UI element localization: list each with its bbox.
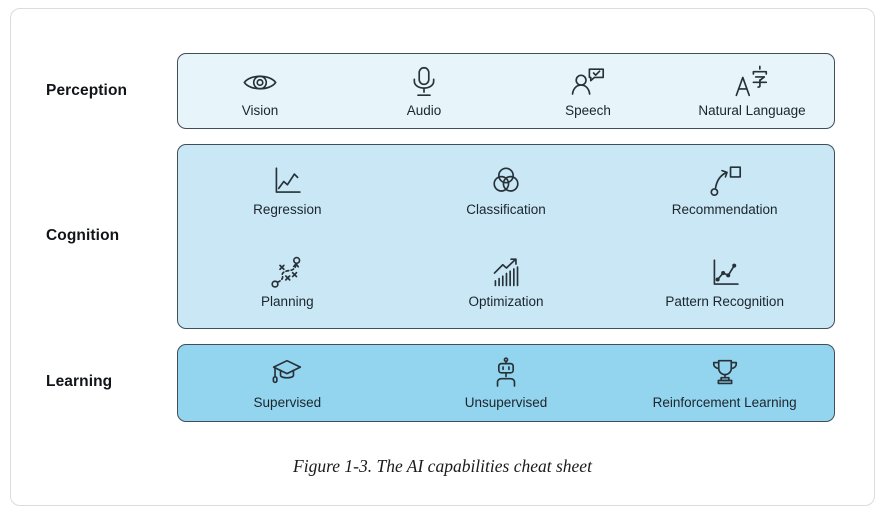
capability-audio: Audio [342,54,506,128]
capability-label: Supervised [253,394,322,410]
regression-chart-icon [268,164,306,199]
learning-panel: Supervised Unsupervised [177,344,835,422]
capability-label: Unsupervised [464,394,548,410]
capability-label: Planning [261,293,314,309]
capability-label: Regression [253,202,322,218]
arrow-to-square-icon [706,164,744,199]
graduation-cap-icon [268,357,306,392]
robot-icon [487,356,525,392]
capability-classification: Classification [397,145,616,237]
capability-optimization: Optimization [397,237,616,329]
eye-icon [241,65,279,100]
cognition-panel: Regression Classification [177,144,835,329]
capability-label: Vision [241,102,279,118]
capability-label: Classification [466,202,546,218]
row-label-cognition: Cognition [46,227,120,244]
capability-speech: Speech [506,54,670,128]
capability-vision: Vision [178,54,342,128]
capability-regression: Regression [178,145,397,237]
scatter-line-chart-icon [706,256,744,291]
capability-label: Natural Language [698,102,806,118]
row-label-learning: Learning [46,373,113,390]
figure-caption: Figure 1-3. The AI capabilities cheat sh… [293,456,592,476]
capability-label: Optimization [468,293,544,309]
speech-bubble-person-icon [569,65,607,100]
perception-panel: Vision Audio [177,53,835,129]
capability-label: Audio [406,102,442,118]
figure-card: Perception Cognition Learning Vision [10,8,875,506]
bar-chart-arrow-icon [487,256,525,291]
capability-natural-language: Natural Language [670,54,834,128]
capability-unsupervised: Unsupervised [397,345,616,421]
capability-supervised: Supervised [178,345,397,421]
microphone-icon [405,65,443,100]
natural-language-icon [733,65,771,100]
row-label-perception: Perception [46,82,128,99]
capability-recommendation: Recommendation [615,145,834,237]
capability-label: Reinforcement Learning [652,394,797,410]
capability-reinforcement-learning: Reinforcement Learning [615,345,834,421]
capability-label: Recommendation [671,202,778,218]
capability-pattern-recognition: Pattern Recognition [615,237,834,329]
capability-planning: Planning [178,237,397,329]
capability-label: Pattern Recognition [665,293,784,309]
capability-label: Speech [565,102,611,118]
trophy-icon [706,357,744,392]
strategy-play-icon [268,256,306,291]
venn-diagram-icon [487,164,525,199]
